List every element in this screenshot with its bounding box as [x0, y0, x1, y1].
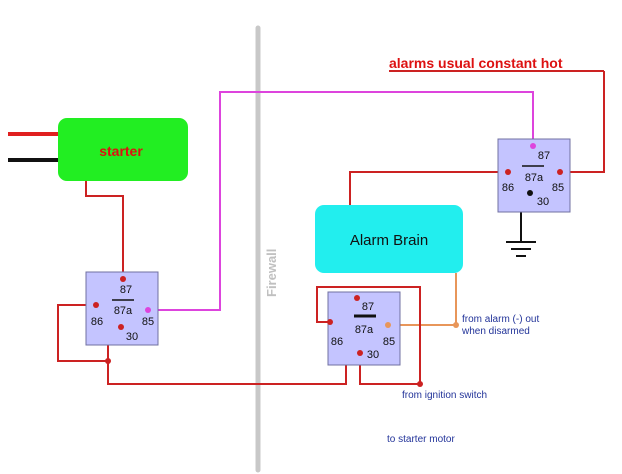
alarm-brain-label: Alarm Brain	[350, 232, 428, 249]
dot-relay2-30	[357, 350, 363, 356]
dot-relay1-85	[145, 307, 151, 313]
relay-left-label-87: 87	[120, 284, 132, 296]
annotation-ignition: from ignition switch	[402, 390, 487, 401]
starter-label: starter	[99, 143, 143, 159]
relay-left-label-30: 30	[126, 331, 138, 343]
relay-center-label-30: 30	[367, 349, 379, 361]
wire-relay1-86-loop	[57, 304, 108, 362]
starter-block	[58, 118, 188, 181]
dot-relay2-87	[354, 295, 360, 301]
junction-alarm-out	[453, 322, 459, 328]
relay-center-label-86: 86	[331, 336, 343, 348]
annotation-alarm-out-2: when disarmed	[461, 326, 530, 337]
wire-relay2-86-ignition	[316, 286, 421, 384]
dot-relay3-30	[527, 190, 533, 196]
dot-relay2-85	[385, 322, 391, 328]
dot-relay1-87	[120, 276, 126, 282]
dot-relay3-86	[505, 169, 511, 175]
relay-center-label-87a: 87a	[355, 324, 374, 336]
wire-starter-to-relay1	[85, 181, 124, 279]
relay-right-label-87: 87	[538, 150, 550, 162]
firewall-label: Firewall	[264, 249, 279, 297]
dot-relay3-85	[557, 169, 563, 175]
relay-right: 87 87a 86 85 30	[497, 138, 571, 213]
relay-center-body	[327, 291, 401, 366]
annotation-alarm-out-1: from alarm (-) out	[462, 314, 539, 325]
wire-relay1-to-relay3	[148, 91, 534, 311]
dot-relay2-86	[327, 319, 333, 325]
relay-left-label-86: 86	[91, 316, 103, 328]
junction-relay1-loop	[105, 358, 111, 364]
relay-left-label-87a: 87a	[114, 305, 133, 317]
alarm-brain-block	[315, 205, 463, 273]
relay-left: 87 87a 86 85 30	[85, 271, 159, 346]
relay-center-label-85: 85	[383, 336, 395, 348]
relay-left-label-85: 85	[142, 316, 154, 328]
relay-right-label-86: 86	[502, 182, 514, 194]
dot-relay1-30	[118, 324, 124, 330]
wire-constant-hot	[560, 71, 605, 173]
annotation-starter-motor: to starter motor	[387, 434, 455, 445]
wire-relay3-to-alarm	[349, 171, 508, 205]
relay-right-label-85: 85	[552, 182, 564, 194]
relay-center-label-87: 87	[362, 301, 374, 313]
dot-relay3-87	[530, 143, 536, 149]
dot-relay1-86	[93, 302, 99, 308]
relay-right-label-30: 30	[537, 196, 549, 208]
relay-right-label-87a: 87a	[525, 172, 544, 184]
diagram-title: alarms usual constant hot	[389, 55, 563, 71]
junction-ignition	[417, 381, 423, 387]
relay-center: 87 87a 86 85 30	[327, 291, 401, 366]
relay-right-body	[497, 138, 571, 213]
